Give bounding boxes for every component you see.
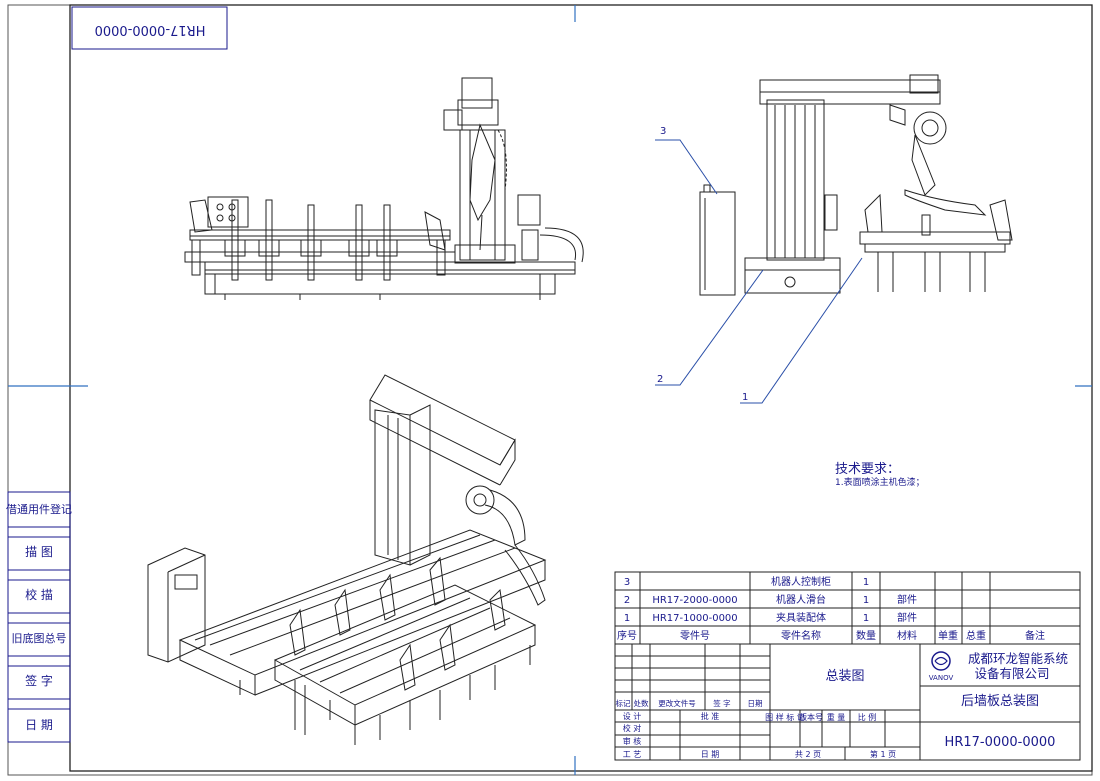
tb-check: 校 对 [623, 723, 642, 733]
left-register-strip: 借通用件登记 描 图 校 描 旧底图总号 签 字 日 期 [6, 491, 72, 743]
drawing-number-flipped: HR17-0000-0000 [95, 22, 206, 37]
bom-header-code: 零件号 [680, 630, 710, 642]
bom-row2-code: HR17-1000-0000 [652, 613, 737, 624]
tb-date2: 日 期 [701, 750, 720, 759]
bom-row1-qty: 1 [863, 595, 869, 606]
tb-approve: 批 准 [701, 711, 720, 721]
front-view [184, 77, 584, 300]
left-strip-label-4: 签 字 [25, 673, 53, 688]
tb-scale: 比 例 [858, 712, 877, 722]
tb-design: 设 计 [623, 711, 642, 721]
tb-count: 处数 [634, 698, 649, 708]
tech-req-item-1: 1.表面喷涂主机色漆； [835, 476, 925, 488]
tb-review: 审 核 [623, 736, 642, 746]
bom-row1-code: HR17-2000-0000 [652, 595, 737, 606]
bom-header-no: 序号 [617, 629, 637, 642]
balloon-1: 1 [742, 392, 748, 403]
drawing-number-box-top [71, 6, 228, 50]
tb-sign: 签 字 [713, 698, 730, 708]
left-strip-label-1: 描 图 [25, 545, 53, 559]
side-view [699, 74, 1013, 296]
company-name-line2: 设备有限公司 [974, 666, 1049, 681]
balloon-3: 3 [660, 126, 666, 137]
bom-row0-qty: 1 [863, 577, 869, 588]
bom-row1-material: 部件 [897, 593, 917, 606]
bom-header-name: 零件名称 [781, 629, 821, 642]
tb-mark: 标记 [616, 698, 631, 708]
inner-frame [69, 4, 1093, 772]
tb-date: 日期 [748, 699, 763, 708]
bom-row2-no: 1 [624, 613, 630, 624]
bom-row2-material: 部件 [897, 611, 917, 624]
tb-weight: 重 量 [827, 712, 846, 722]
company-name-line1: 成都环龙智能系统 [968, 651, 1068, 666]
bom-header-material: 材料 [897, 629, 917, 642]
tb-drawing-number: HR17-0000-0000 [945, 735, 1056, 750]
left-strip-label-5: 日 期 [25, 718, 53, 732]
bom-header-total-weight: 总重 [966, 629, 986, 642]
tb-process: 工 艺 [623, 750, 642, 759]
left-strip-label-0: 借通用件登记 [6, 502, 72, 516]
leader-lines [655, 139, 863, 404]
tb-change-doc: 更改文件号 [658, 698, 696, 708]
tb-drawing-mark: 图 样 标 记 [765, 712, 805, 722]
left-strip-label-3: 旧底图总号 [12, 631, 67, 645]
bom-row1-no: 2 [624, 595, 630, 606]
balloon-2: 2 [657, 374, 663, 385]
tb-drawing-type: 总装图 [825, 669, 864, 684]
title-block-text: 标记 处数 更改文件号 签 字 日期 设 计 批 准 校 对 审 核 工 艺 日… [616, 651, 1069, 759]
company-logo-text: VANOV [929, 674, 954, 682]
tb-version: 版本号 [799, 712, 823, 722]
left-strip-label-2: 校 描 [25, 587, 53, 602]
bom-row0-name: 机器人控制柜 [771, 575, 831, 588]
parts-list [614, 571, 1081, 645]
tb-product-name: 后墙板总装图 [961, 694, 1039, 709]
bom-row0-no: 3 [624, 577, 630, 588]
bom-header-remark: 备注 [1025, 629, 1045, 642]
bom-header-unit-weight: 单重 [938, 629, 958, 642]
bom-row2-qty: 1 [863, 613, 869, 624]
tb-total-sheets: 共 2 页 [795, 750, 821, 759]
bom-header-qty: 数量 [856, 629, 876, 642]
tech-req-title: 技术要求： [835, 462, 900, 477]
bom-row1-name: 机器人滑台 [776, 593, 826, 606]
bom-row2-name: 夹具装配体 [776, 611, 826, 624]
tb-sheet-no: 第 1 页 [870, 749, 896, 759]
title-block [614, 643, 1081, 761]
company-logo-icon [931, 651, 951, 671]
isometric-view [147, 374, 547, 745]
parts-list-text: 3 机器人控制柜 1 2 HR17-2000-0000 机器人滑台 1 部件 1… [617, 575, 1045, 642]
